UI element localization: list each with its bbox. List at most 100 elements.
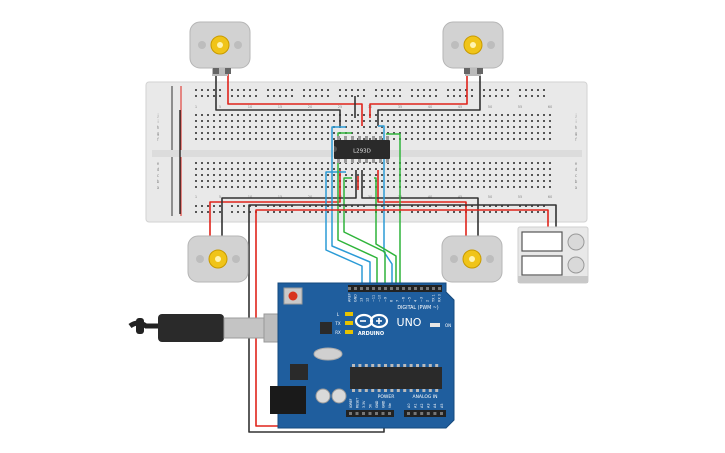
- l293d-chip[interactable]: L293D: [334, 136, 390, 163]
- column-number: 40: [428, 195, 433, 199]
- on-led-label: ON: [445, 323, 451, 328]
- digital-pin-label: TX 1: [432, 294, 436, 303]
- row-letter: c: [157, 173, 159, 178]
- power-pin-label: 3.3V: [362, 400, 366, 408]
- power-pin-label: Vin: [388, 403, 392, 408]
- usb-connector-icon: [223, 317, 265, 339]
- led-labels: L TX RX: [334, 312, 353, 335]
- column-number: 1: [195, 105, 197, 109]
- chip-label: L293D: [353, 149, 371, 155]
- led-label: L: [337, 312, 340, 317]
- reset-button[interactable]: [288, 291, 298, 301]
- motor-top-left[interactable]: [189, 21, 251, 76]
- wire-green-2: [386, 133, 401, 286]
- digital-pin-label: ~11: [372, 295, 376, 302]
- usb-cable[interactable]: [128, 313, 291, 343]
- column-number: 25: [338, 105, 343, 109]
- wire-top-right-motor-black: [377, 72, 481, 126]
- analog-pin-label: A2: [420, 404, 424, 408]
- analog-header-label: ANALOG IN: [412, 394, 437, 400]
- wire-green-1: [337, 132, 378, 286]
- power-pin-label: IOREF: [349, 398, 353, 408]
- power-header-label: POWER: [378, 394, 395, 400]
- motor-bottom-left[interactable]: [187, 235, 249, 283]
- column-number: 35: [398, 105, 403, 109]
- led-label: TX: [334, 321, 340, 326]
- column-number: 15: [278, 195, 283, 199]
- row-letter: e: [575, 161, 578, 166]
- column-number: 1: [195, 195, 197, 199]
- column-number: 30: [368, 195, 373, 199]
- wire-top-left-motor-black: [215, 72, 341, 126]
- digital-pin-label: ~10: [378, 295, 382, 302]
- analog-pin-label: A1: [413, 404, 417, 408]
- column-number: 20: [308, 105, 313, 109]
- row-letter: b: [575, 179, 578, 184]
- column-number: 45: [458, 195, 463, 199]
- wire-bottom-right-motor-black: [361, 170, 479, 238]
- column-number: 50: [488, 105, 493, 109]
- led-label: RX: [335, 330, 341, 335]
- arduino-brand: ARDUINO: [358, 331, 384, 337]
- digital-pin-label: RX 0: [438, 294, 442, 302]
- row-letter: d: [575, 167, 578, 172]
- battery-cell-icon: [567, 233, 585, 251]
- digital-header-label: DIGITAL (PWM ~): [397, 305, 438, 311]
- power-pin-label: 5V: [368, 403, 372, 408]
- column-number: 55: [518, 195, 523, 199]
- row-letter: f: [575, 137, 577, 142]
- analog-pin-label: A3: [427, 404, 431, 408]
- row-letter: d: [157, 167, 160, 172]
- digital-pin-label: 8: [390, 300, 394, 302]
- analog-pin-label: A0: [407, 404, 411, 408]
- wire-bottom-left-motor-black: [221, 170, 357, 238]
- row-letter: c: [575, 173, 577, 178]
- row-letter: h: [157, 125, 160, 130]
- battery-pack[interactable]: [517, 226, 589, 284]
- power-pin-label: GND: [381, 400, 385, 408]
- power-pin-label: GND: [375, 400, 379, 408]
- analog-pin-label: A4: [433, 404, 437, 408]
- row-letter: i: [575, 119, 576, 124]
- wire-green-3: [343, 177, 386, 286]
- column-number: 60: [548, 195, 553, 199]
- column-number: 5: [219, 195, 221, 199]
- row-letter: g: [575, 131, 578, 136]
- digital-pin-label: 2: [426, 300, 430, 302]
- digital-pin-label: 4: [414, 300, 418, 302]
- battery-cell-icon: [567, 256, 585, 274]
- row-letter: f: [157, 137, 159, 142]
- column-number: 40: [428, 105, 433, 109]
- row-letter: j: [156, 113, 158, 118]
- digital-pin-label: 13: [360, 298, 364, 302]
- row-letter: e: [157, 161, 160, 166]
- row-letter: b: [157, 179, 160, 184]
- column-number: 10: [248, 105, 253, 109]
- row-letter: a: [157, 185, 160, 190]
- column-number: 5: [219, 105, 221, 109]
- wire-bottom-left-motor-red: [209, 170, 341, 238]
- digital-pin-label: AREF: [348, 293, 352, 302]
- digital-pin-label: 12: [366, 298, 370, 302]
- column-number: 55: [518, 105, 523, 109]
- row-letter: g: [157, 131, 160, 136]
- column-number: 50: [488, 195, 493, 199]
- motor-bottom-right[interactable]: [441, 235, 503, 283]
- column-number: 10: [248, 195, 253, 199]
- row-letter: h: [575, 125, 578, 130]
- column-number: 45: [458, 105, 463, 109]
- row-letter: j: [574, 113, 576, 118]
- column-number: 15: [278, 105, 283, 109]
- digital-pin-label: ~6: [402, 297, 406, 302]
- power-pin-label: RESET: [355, 398, 359, 408]
- column-number: 60: [548, 105, 553, 109]
- wire-bottom-right-motor-red: [377, 170, 467, 238]
- motor-top-right[interactable]: [442, 21, 504, 76]
- wire-blue-3: [325, 171, 363, 286]
- digital-pin-label: ~5: [408, 297, 412, 302]
